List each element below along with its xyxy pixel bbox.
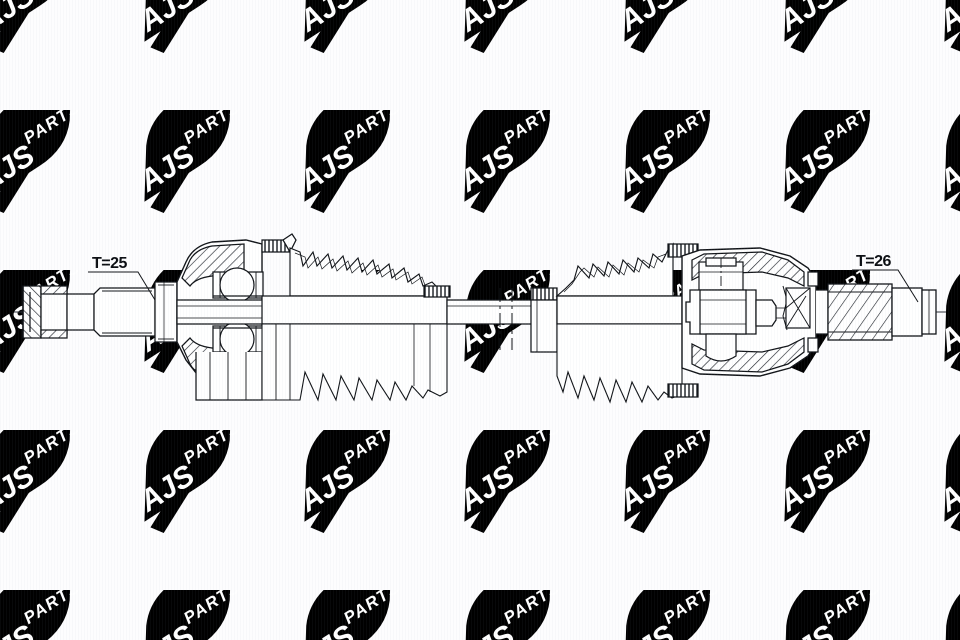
left-spline-count-label: T=25 [92, 255, 128, 272]
right-spline-shaft-t26 [827, 283, 923, 341]
left-shaft-threaded-end [22, 285, 68, 339]
outer-boot-clamp-small [423, 285, 451, 298]
outer-cv-joint-housing [176, 239, 264, 401]
inner-tripod-joint-housing [681, 247, 829, 377]
right-shaft-end-ring [921, 289, 937, 335]
inner-boot-clamp-small [530, 287, 558, 353]
left-spline-shaft-t25 [66, 281, 178, 343]
label-leader-lines [88, 269, 919, 303]
right-spline-count-label: T=26 [856, 253, 892, 270]
outer-cv-boot-bellows [261, 247, 448, 402]
inner-cv-boot-bellows [555, 242, 683, 404]
outer-boot-clamp-large [261, 233, 297, 254]
